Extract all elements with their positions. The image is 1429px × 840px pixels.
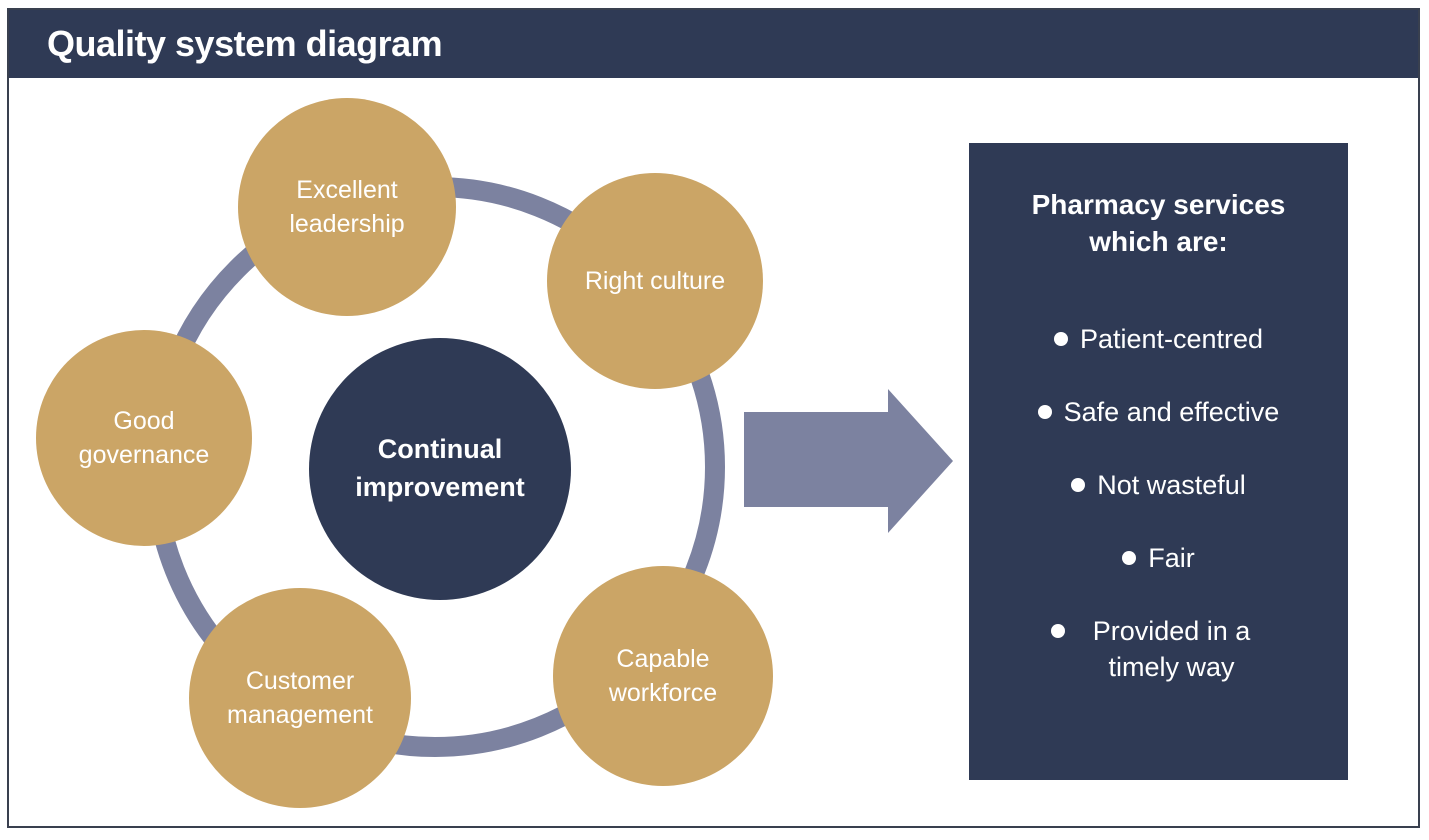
list-item: Provided in a timely way (969, 613, 1348, 685)
bullet-dot-icon (1071, 477, 1086, 492)
outcomes-list: Patient-centred Safe and effective Not w… (969, 321, 1348, 685)
node-right-culture: Right culture (547, 173, 763, 389)
list-item: Fair (969, 540, 1348, 576)
node-customer-management: Customer management (189, 588, 411, 808)
page-title: Quality system diagram (47, 23, 443, 64)
bullet-label: Not wasteful (1097, 469, 1246, 500)
list-item: Safe and effective (969, 394, 1348, 430)
panel-heading: Pharmacy services which are: (1031, 189, 1286, 257)
node-continual-improvement: Continual improvement (309, 338, 571, 600)
right-arrow-icon (744, 389, 953, 533)
right-arrow-shape (744, 389, 953, 533)
node-excellent-leadership: Excellent leadership (238, 98, 456, 316)
node-capable-workforce: Capable workforce (553, 566, 773, 786)
node-label: Excellent leadership (289, 175, 405, 239)
node-label: Good governance (78, 406, 210, 470)
diagram-frame: Quality system diagram Excellent leaders… (7, 8, 1420, 828)
list-item: Not wasteful (969, 467, 1348, 503)
list-item: Patient-centred (969, 321, 1348, 357)
center-node-label: Continual improvement (355, 434, 525, 502)
node-label: Customer management (227, 666, 373, 730)
bullet-label: Safe and effective (1063, 396, 1280, 427)
node-label: Capable workforce (608, 644, 718, 708)
bullet-label: Fair (1148, 542, 1195, 573)
bullet-dot-icon (1053, 331, 1068, 346)
outcomes-panel: Pharmacy services which are: Patient-cen… (969, 143, 1348, 780)
node-label: Right culture (584, 266, 726, 295)
bullet-dot-icon (1122, 550, 1137, 565)
bullet-dot-icon (1050, 623, 1065, 638)
bullet-dot-icon (1037, 404, 1052, 419)
bullet-label: Provided in a timely way (1092, 615, 1251, 682)
bullet-label: Patient-centred (1079, 323, 1264, 354)
node-good-governance: Good governance (36, 330, 252, 546)
header-bar: Quality system diagram (9, 10, 1418, 78)
